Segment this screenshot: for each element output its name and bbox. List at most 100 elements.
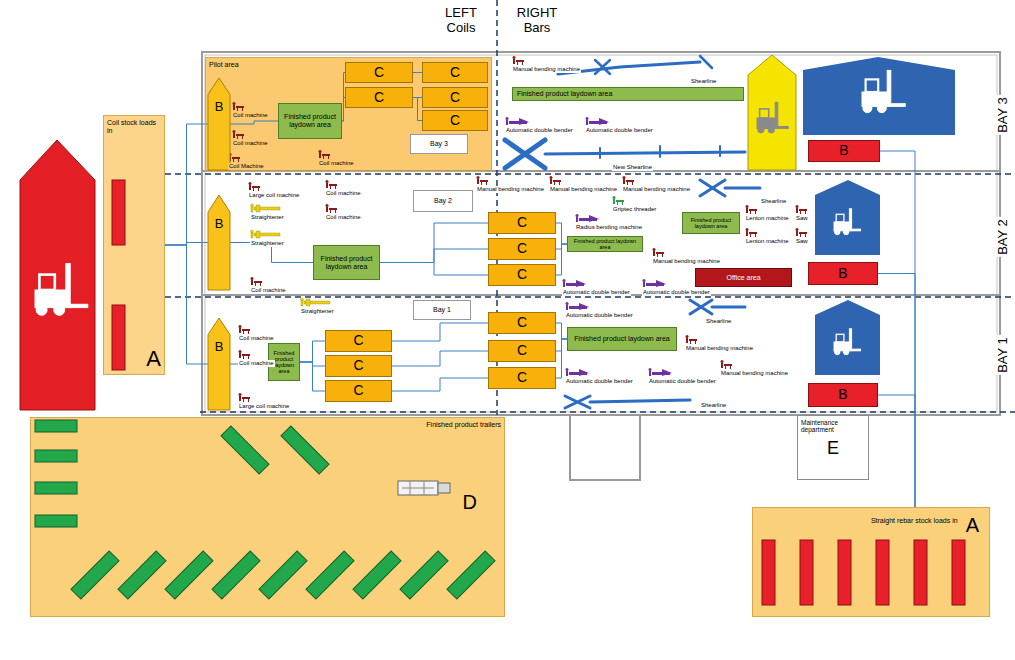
stock-trailer: [800, 540, 813, 605]
layout-figure: [477, 179, 479, 184]
layout-figure: [438, 483, 450, 493]
machine-label: Saw: [795, 215, 809, 222]
node-text: Finished product laydown area: [281, 113, 339, 128]
layout-figure: [242, 329, 250, 331]
layout-figure: [746, 228, 758, 237]
layout-figure: [815, 180, 880, 255]
bay-exit-marker: B: [808, 140, 880, 162]
layout-figure: [721, 360, 733, 369]
layout-figure: [579, 369, 589, 376]
product-trailer: [35, 515, 77, 527]
layout-figure: [576, 214, 579, 217]
machine-label: Automatic double bender: [565, 378, 634, 385]
layout-figure: [239, 350, 242, 353]
layout-figure: [242, 136, 243, 139]
layout-figure: [506, 120, 508, 125]
stock-area: Coil stock loads inA: [103, 115, 165, 375]
machine-label: Automatic double bender: [585, 127, 654, 134]
layout-figure: [205, 57, 492, 172]
node-text: C: [517, 343, 527, 358]
flow-line: [878, 395, 915, 507]
stock-trailer: [952, 540, 965, 605]
layout-figure: [566, 302, 569, 305]
layout-figure: [643, 279, 667, 287]
layout-figure: [623, 179, 625, 184]
layout-figure: [233, 105, 235, 110]
flow-line: [300, 341, 325, 362]
flow-line: [392, 323, 488, 341]
coil-cage: C: [325, 355, 392, 377]
layout-figure: [748, 55, 796, 170]
layout-figure: [796, 231, 798, 236]
machine-label: Large coil machine: [248, 192, 300, 199]
layout-figure: [229, 56, 808, 402]
layout-figure: [656, 280, 666, 287]
layout-figure: [565, 396, 690, 408]
layout-figure: [238, 159, 239, 162]
node-text: B: [838, 387, 847, 402]
product-trailer: [281, 426, 329, 474]
coil-cage: C: [488, 340, 556, 362]
layout-figure: [330, 210, 331, 213]
coil-cage: C: [422, 110, 488, 131]
layout-figure: [232, 157, 240, 159]
layout-figure: [233, 159, 234, 162]
layout-figure: [103, 115, 165, 375]
layout-figure: [35, 420, 495, 599]
layout-figure: [746, 231, 748, 236]
layout-figure: [836, 214, 844, 222]
layout-figure: [477, 176, 480, 179]
layout-figure: [242, 354, 250, 356]
product-trailer: [353, 551, 401, 599]
flow-line: [413, 72, 422, 73]
layout-figure: [251, 204, 254, 207]
machine-label: Manual bending machine: [512, 66, 581, 73]
layout-figure: [746, 208, 748, 213]
node-text: C: [517, 315, 527, 330]
layout-figure: [750, 234, 751, 237]
layout-figure: [252, 186, 260, 188]
layout-figure: [545, 152, 745, 154]
layout-figure: [251, 280, 253, 285]
layout-figure: [248, 399, 249, 402]
machine-label: Shearline: [705, 318, 732, 325]
layout-figure: [553, 180, 561, 182]
layout-figure: [834, 209, 860, 235]
layout-figure: [301, 298, 304, 301]
layout-figure: [554, 182, 555, 185]
machine-label: New Shearline: [612, 164, 653, 171]
layout-figure: [251, 204, 281, 212]
layout-figure: [805, 234, 806, 237]
machine-label: Manual bending machine: [685, 345, 754, 352]
node-text: C: [517, 241, 527, 256]
layout-figure: [513, 59, 515, 64]
bay-heading: BAY 2: [996, 217, 1010, 257]
layout-figure: [803, 57, 955, 135]
node-text: Straight rebar stock loads in: [871, 517, 958, 525]
node-text: C: [517, 267, 527, 282]
layout-figure: [662, 369, 672, 376]
layout-figure: [251, 230, 281, 238]
coil-cage: C: [422, 62, 488, 83]
layout-figure: [516, 60, 524, 62]
node-text: B: [215, 217, 224, 231]
machine-label: Straightener: [250, 214, 285, 221]
layout-figure: [506, 117, 530, 125]
node-text: C: [450, 65, 460, 80]
layout-figure: [721, 360, 724, 363]
layout-figure: [260, 283, 261, 286]
layout-figure: [566, 368, 569, 371]
layout-figure: [686, 338, 688, 343]
flow-line: [380, 263, 488, 276]
section-heading: RIGHT Bars: [510, 6, 564, 36]
machine-label: Saw: [795, 238, 809, 245]
layout-figure: [778, 126, 788, 128]
layout-figure: [112, 180, 125, 245]
layout-figure: [616, 200, 624, 202]
node-text: Finished product laydown area: [271, 350, 297, 374]
layout-figure: [852, 349, 861, 351]
layout-figure: [239, 350, 251, 359]
layout-figure: [326, 204, 338, 213]
layout-figure: [481, 182, 482, 185]
layout-figure: [243, 356, 244, 359]
